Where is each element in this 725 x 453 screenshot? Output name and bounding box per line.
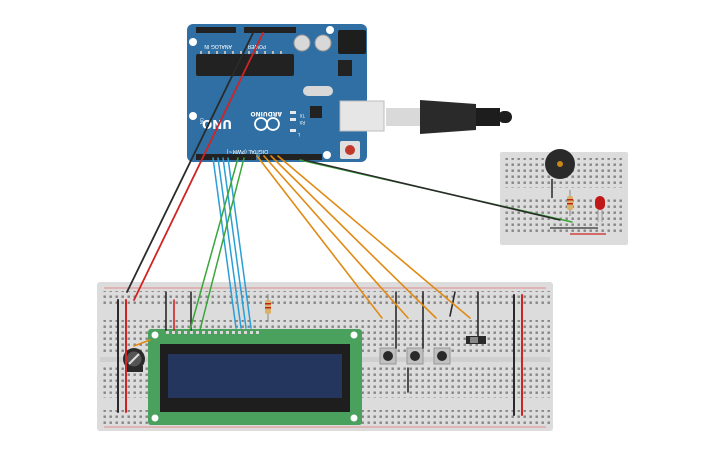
- wires: [117, 32, 573, 416]
- wire-green-1: [189, 157, 239, 331]
- push-button-3: [433, 347, 451, 365]
- arduino-l-label: L: [297, 132, 300, 137]
- wire-orange-4: [277, 155, 471, 319]
- small-resistor: [567, 190, 573, 216]
- usb-cable: [339, 100, 512, 134]
- lcd-16x2-display: [148, 329, 362, 425]
- wire-pot-orange: [133, 339, 151, 347]
- arduino-brand-label: ARDUINO: [251, 110, 282, 117]
- red-led: [595, 196, 605, 222]
- potentiometer: [123, 348, 145, 372]
- wire-black-buzzer: [303, 159, 561, 221]
- wire-orange-2: [263, 155, 409, 319]
- wire-green-2: [199, 157, 245, 331]
- buzzer: [545, 149, 575, 198]
- push-button-1: [379, 347, 397, 365]
- push-button-2: [406, 347, 424, 365]
- arduino-analog-label: ANALOG IN: [204, 43, 232, 49]
- wire-orange-3: [270, 155, 437, 319]
- arduino-on-label: ON: [199, 118, 204, 124]
- wire-orange-1: [256, 155, 383, 319]
- wire-black-gnd: [126, 32, 254, 293]
- arduino-uno-board: [187, 24, 367, 162]
- wire-blue-1: [212, 157, 237, 329]
- slide-switch: [466, 336, 486, 344]
- lcd-resistor: [265, 294, 271, 322]
- arduino-rx-label: RX: [299, 120, 305, 125]
- wire-blue-2: [217, 157, 242, 329]
- arduino-digital-label: DIGITAL (PWM~): [226, 148, 268, 154]
- arduino-tx-label: TX: [300, 113, 306, 118]
- wire-red-5v: [133, 32, 264, 301]
- wire-blue-3: [222, 157, 247, 329]
- wire-blue-4: [227, 157, 252, 329]
